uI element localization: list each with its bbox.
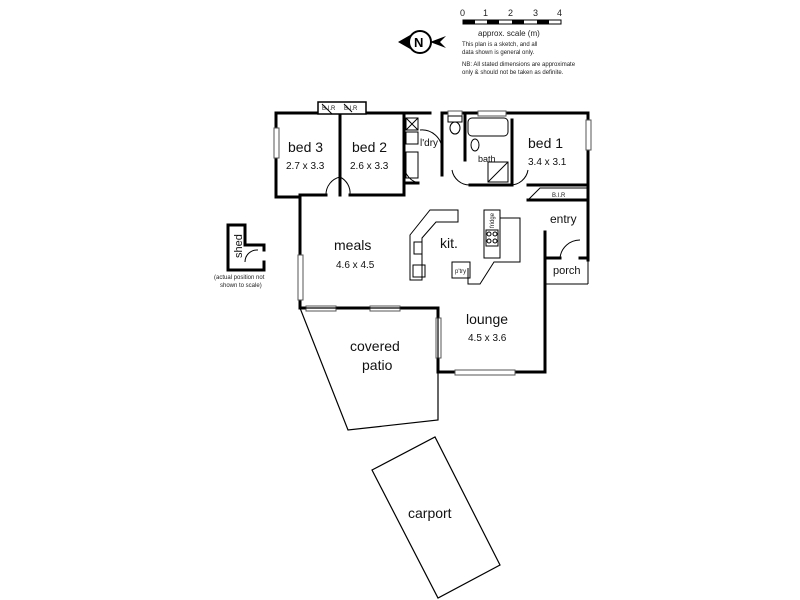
compass-icon: N [398, 30, 446, 54]
label-bed3: bed 3 [288, 139, 323, 155]
label-porch: porch [553, 265, 581, 277]
covered-patio [299, 307, 439, 431]
dims-meals: 4.6 x 4.5 [336, 260, 375, 271]
label-patio-1: covered [350, 338, 400, 354]
label-bir-bed1: B.I.R [552, 193, 566, 199]
label-entry: entry [550, 212, 577, 226]
dims-bed3: 2.7 x 3.3 [286, 161, 325, 172]
dims-bed2: 2.6 x 3.3 [350, 161, 389, 172]
room-labels: bed 3 2.7 x 3.3 bed 2 2.6 x 3.3 bed 1 3.… [233, 106, 581, 521]
shed: (actual position not shown to scale) [214, 223, 266, 289]
scale-nb-2: only & should not be taken as definite. [462, 70, 564, 76]
label-bath: bath [478, 154, 496, 164]
compass-letter: N [414, 35, 423, 50]
label-bir-bed2: B.I.R [344, 106, 358, 112]
dims-lounge: 4.5 x 3.6 [468, 333, 507, 344]
scale-tick-0: 0 [460, 8, 465, 18]
label-meals: meals [334, 237, 371, 253]
label-pantry: p'try [455, 269, 466, 275]
scale-label: approx. scale (m) [478, 29, 540, 38]
scale-nb-1: NB: All stated dimensions are approximat… [462, 62, 576, 68]
label-kitchen: kit. [440, 235, 458, 251]
scale-tick-3: 3 [533, 8, 538, 18]
shed-note-2: shown to scale) [220, 283, 262, 289]
scale-tick-2: 2 [508, 8, 513, 18]
scale-note-1: This plan is a sketch, and all [462, 42, 537, 48]
label-bir-bed3: B.I.R [322, 106, 336, 112]
label-bed2: bed 2 [352, 139, 387, 155]
dims-bed1: 3.4 x 3.1 [528, 157, 567, 168]
label-lounge: lounge [466, 311, 508, 327]
scale-tick-4: 4 [557, 8, 562, 18]
label-laundry: l'dry [420, 138, 438, 149]
scale-tick-1: 1 [483, 8, 488, 18]
door-swings [244, 103, 581, 263]
label-bed1: bed 1 [528, 135, 563, 151]
label-carport: carport [408, 505, 452, 521]
fixtures [405, 115, 588, 285]
carport [371, 436, 501, 599]
label-fridge: fridge [490, 212, 496, 228]
scale-bar: 0 1 2 3 4 approx. scale (m) This plan is… [460, 8, 576, 76]
label-patio-2: patio [362, 357, 393, 373]
shed-note-1: (actual position not [214, 275, 265, 281]
label-shed: shed [233, 234, 245, 258]
scale-note-2: data shown is general only. [462, 50, 535, 56]
